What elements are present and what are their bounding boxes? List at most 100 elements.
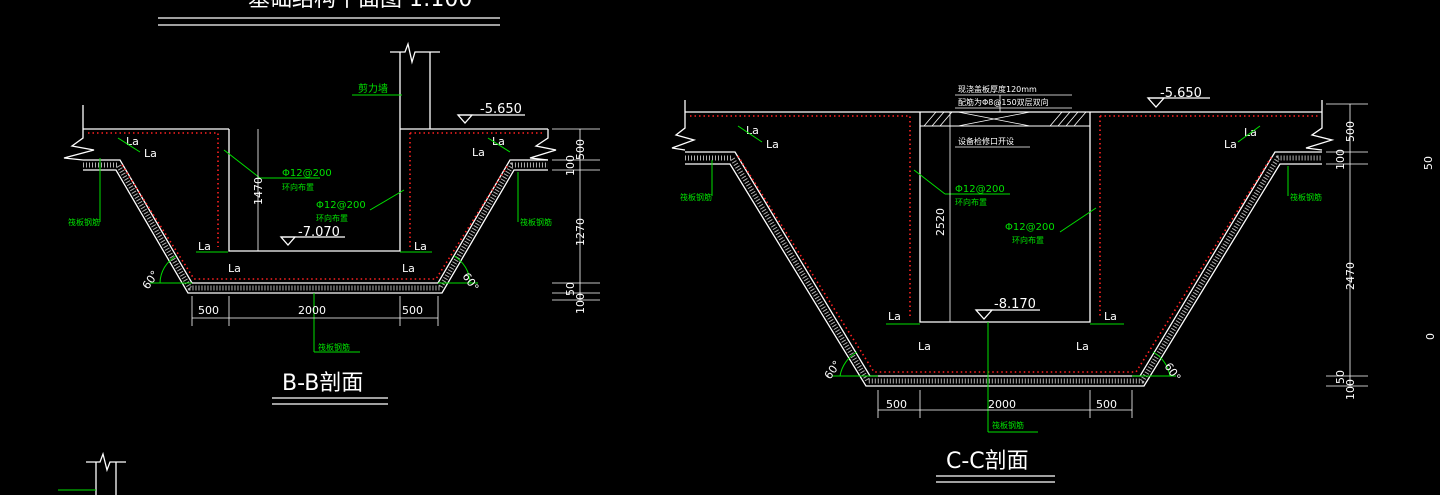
cc-angle-left: 60° xyxy=(822,358,844,381)
svg-text:0: 0 xyxy=(1424,333,1437,340)
cc-rebar-b: Φ12@200 xyxy=(1005,222,1055,233)
section-bb: 剪力墙 Φ12@200 环向布置 Φ12@200 环向布置 筏板钢筋 筏板钢筋 … xyxy=(63,41,600,405)
bb-rebar-b-leader xyxy=(369,189,405,211)
bb-la-8: La xyxy=(402,262,415,275)
cc-title: C-C剖面 xyxy=(946,449,1029,474)
cc-cover-hatch xyxy=(923,111,1087,127)
cc-anchor-left: 筏板钢筋 xyxy=(680,192,712,202)
cc-hatch xyxy=(685,155,1322,384)
bb-dim-r2: 1270 xyxy=(574,218,587,246)
bb-elev-pit: -7.070 xyxy=(298,225,340,240)
bb-rebar-a: Φ12@200 xyxy=(282,168,332,179)
cc-note-3: 设备检修口开设 xyxy=(958,136,1014,146)
bb-hatch xyxy=(83,162,548,291)
cc-elev-pit: -8.170 xyxy=(994,297,1036,312)
bb-anchor-bottom: 筏板钢筋 xyxy=(318,342,350,352)
cc-dim-b1: 2000 xyxy=(988,398,1016,411)
bb-cushion-line xyxy=(83,169,548,294)
cc-angle-left-arc xyxy=(839,351,858,377)
bb-la-3: La xyxy=(472,146,485,159)
section-cc: 现浇盖板厚度120mm 配筋为Φ8@150双层双向 设备检修口开设 Φ12@20… xyxy=(671,84,1368,483)
bb-break-right xyxy=(529,129,557,161)
cc-la-lines xyxy=(737,125,1261,325)
stub-bottom-left xyxy=(58,451,126,495)
cc-anchor-right: 筏板钢筋 xyxy=(1290,192,1322,202)
cc-note-1: 现浇盖板厚度120mm xyxy=(958,84,1037,94)
cc-break-left xyxy=(671,112,697,151)
bb-right-ticks xyxy=(552,128,600,301)
cc-pit-outline xyxy=(919,112,1091,323)
cc-la-3: La xyxy=(1224,138,1237,151)
bb-dim-b1: 2000 xyxy=(298,304,326,317)
cc-rebar-b-leader xyxy=(1059,207,1097,233)
cc-rebar-a-leader xyxy=(913,169,946,195)
bb-angle-right-arc xyxy=(453,255,471,284)
bb-dim-b2: 500 xyxy=(402,304,423,317)
cc-right-ticks xyxy=(1326,103,1368,387)
bb-rebar-a-leader xyxy=(223,149,261,179)
cc-rebar-a: Φ12@200 xyxy=(955,184,1005,195)
cc-outer-profile xyxy=(685,151,1322,377)
bb-rebar-b-sub: 环向布置 xyxy=(316,213,348,223)
bb-anchor-right: 筏板钢筋 xyxy=(520,217,552,227)
cc-dim-r2: 2470 xyxy=(1344,262,1357,290)
cc-la-7: La xyxy=(918,340,931,353)
cc-depth-dim: 2520 xyxy=(934,208,947,236)
bb-dim-b0: 500 xyxy=(198,304,219,317)
cc-rebar-left xyxy=(690,115,911,318)
cc-la-8: La xyxy=(1076,340,1089,353)
right-edge-fragments: 50 0 xyxy=(1422,156,1437,340)
bb-outer-profile xyxy=(83,159,548,284)
bb-dim-r3: 50 xyxy=(564,282,577,296)
top-title: 基础结构平面图 1:100 xyxy=(248,0,472,12)
cc-angle-right: 60° xyxy=(1162,360,1184,383)
bb-break-left xyxy=(63,105,95,161)
bb-elev-pit-marker xyxy=(279,236,297,246)
bb-la-7: La xyxy=(228,262,241,275)
cc-dim-r0: 500 xyxy=(1344,121,1357,142)
cc-bottom-ticks xyxy=(877,390,1133,418)
bb-la-6: La xyxy=(414,240,427,253)
bb-angle-left-arc xyxy=(159,255,177,284)
cc-la-5: La xyxy=(888,310,901,323)
bb-dim-r0: 500 xyxy=(574,139,587,160)
cc-rebar-a-sub: 环向布置 xyxy=(955,197,987,207)
bb-angle-left: 60° xyxy=(140,268,162,291)
cc-dim-r4: 100 xyxy=(1344,379,1357,400)
cc-note-2: 配筋为Φ8@150双层双向 xyxy=(958,97,1049,107)
bb-anchor-left: 筏板钢筋 xyxy=(68,217,100,227)
cc-elev-top: -5.650 xyxy=(1160,86,1202,101)
cc-dim-b2: 500 xyxy=(1096,398,1117,411)
bb-title: B-B剖面 xyxy=(282,371,363,396)
bb-elev-top: -5.650 xyxy=(480,102,522,117)
bb-wall-label: 剪力墙 xyxy=(358,82,388,95)
bb-rebar-b: Φ12@200 xyxy=(316,200,366,211)
svg-text:50: 50 xyxy=(1422,156,1435,170)
bb-dim-r1: 100 xyxy=(564,155,577,176)
bb-la-5: La xyxy=(198,240,211,253)
cc-cushion-line xyxy=(685,163,1322,387)
cc-la-6: La xyxy=(1104,310,1117,323)
bb-depth-dim: 1470 xyxy=(252,177,265,205)
cc-dim-b0: 500 xyxy=(886,398,907,411)
bb-elev-top-marker xyxy=(456,114,474,124)
cc-la-2: La xyxy=(766,138,779,151)
bb-bottom-ticks xyxy=(191,296,439,326)
bb-la-1: La xyxy=(126,135,139,148)
cc-break-right xyxy=(1305,100,1335,151)
bb-rebar-a-sub: 环向布置 xyxy=(282,182,314,192)
bb-angle-right: 60° xyxy=(460,270,482,293)
bb-la-lines xyxy=(117,137,511,253)
cc-elev-pit-marker xyxy=(974,309,994,320)
cc-rebar-b-sub: 环向布置 xyxy=(1012,235,1044,245)
bb-la-2: La xyxy=(144,147,157,160)
bb-wall-break xyxy=(390,41,440,65)
bb-pit-outline xyxy=(228,129,401,252)
cc-dim-r3: 50 xyxy=(1334,370,1347,384)
cc-anchor-bottom: 筏板钢筋 xyxy=(992,420,1024,430)
bb-dim-r4: 100 xyxy=(574,293,587,314)
bb-la-4: La xyxy=(492,135,505,148)
cc-rebar-bottom xyxy=(737,155,1273,373)
cc-dim-r1: 100 xyxy=(1334,149,1347,170)
